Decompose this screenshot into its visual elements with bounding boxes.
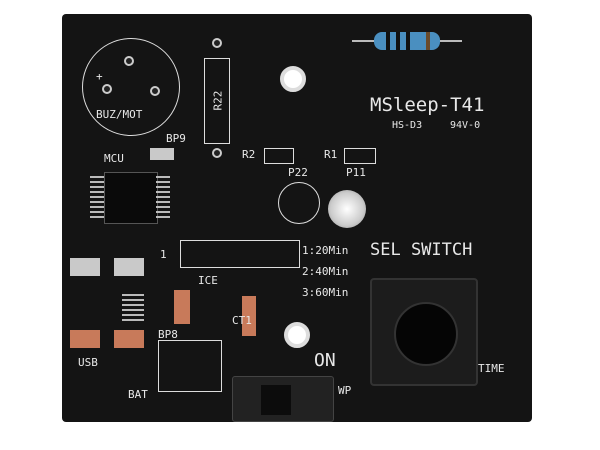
- resistor-component: [352, 30, 462, 52]
- r22-pin: [212, 148, 222, 158]
- wp-label: WP: [338, 384, 352, 397]
- r22-pin: [212, 38, 222, 48]
- time-label: TIME: [478, 362, 505, 375]
- option-20min: 1:20Min: [302, 244, 349, 257]
- bat-label: BAT: [128, 388, 148, 401]
- slide-knob[interactable]: [261, 385, 291, 415]
- buzzer-outline: [82, 38, 180, 136]
- r2-label: R2: [242, 148, 256, 161]
- led: [328, 190, 366, 228]
- ice-header: [180, 240, 300, 268]
- r22-outline: [204, 58, 230, 144]
- slide-switch[interactable]: [232, 376, 334, 422]
- bp8-label: BP8: [158, 328, 178, 341]
- ct1-label: CT1: [232, 314, 252, 327]
- rating-label: 94V-0: [450, 120, 481, 131]
- buzzer-label: BUZ/MOT: [96, 108, 143, 121]
- mcu-label: MCU: [104, 152, 124, 165]
- r1-pads: [344, 148, 376, 164]
- ice-label: ICE: [198, 274, 218, 287]
- r22-label: R22: [211, 90, 225, 111]
- usb-pad: [114, 258, 144, 276]
- pcb-board: + BUZ/MOT R22 MSleep-T41 HS-D3 94V-0 BP9…: [62, 14, 532, 422]
- mcu-chip: [104, 172, 158, 224]
- option-60min: 3:60Min: [302, 286, 349, 299]
- buzzer-pin: [150, 86, 160, 96]
- buzzer-pin: [124, 56, 134, 66]
- plus-label: +: [96, 70, 103, 83]
- p22-label: P22: [288, 166, 308, 179]
- sel-switch-label: SEL SWITCH: [370, 240, 473, 260]
- usb-pad: [114, 330, 144, 348]
- bp9-pad: [150, 148, 174, 160]
- r1-label: R1: [324, 148, 338, 161]
- p11-label: P11: [346, 166, 366, 179]
- r2-pads: [264, 148, 294, 164]
- model-label: MSleep-T41: [370, 94, 485, 116]
- mounting-hole: [280, 66, 306, 92]
- bp8-pad: [174, 290, 190, 324]
- option-40min: 2:40Min: [302, 265, 349, 278]
- mounting-hole: [284, 322, 310, 348]
- pin1-label: 1: [160, 248, 167, 261]
- ct1-pad: [242, 296, 256, 336]
- usb-pad: [70, 258, 100, 276]
- bat-connector: [158, 340, 222, 392]
- bp9-label: BP9: [166, 132, 186, 145]
- switch-button[interactable]: [394, 302, 458, 366]
- p22-outline: [278, 182, 320, 224]
- on-label: ON: [314, 350, 336, 371]
- usb-pad: [70, 330, 100, 348]
- buzzer-pin: [102, 84, 112, 94]
- cert-label: HS-D3: [392, 120, 423, 131]
- usb-label: USB: [78, 356, 98, 369]
- tact-switch[interactable]: [370, 278, 478, 386]
